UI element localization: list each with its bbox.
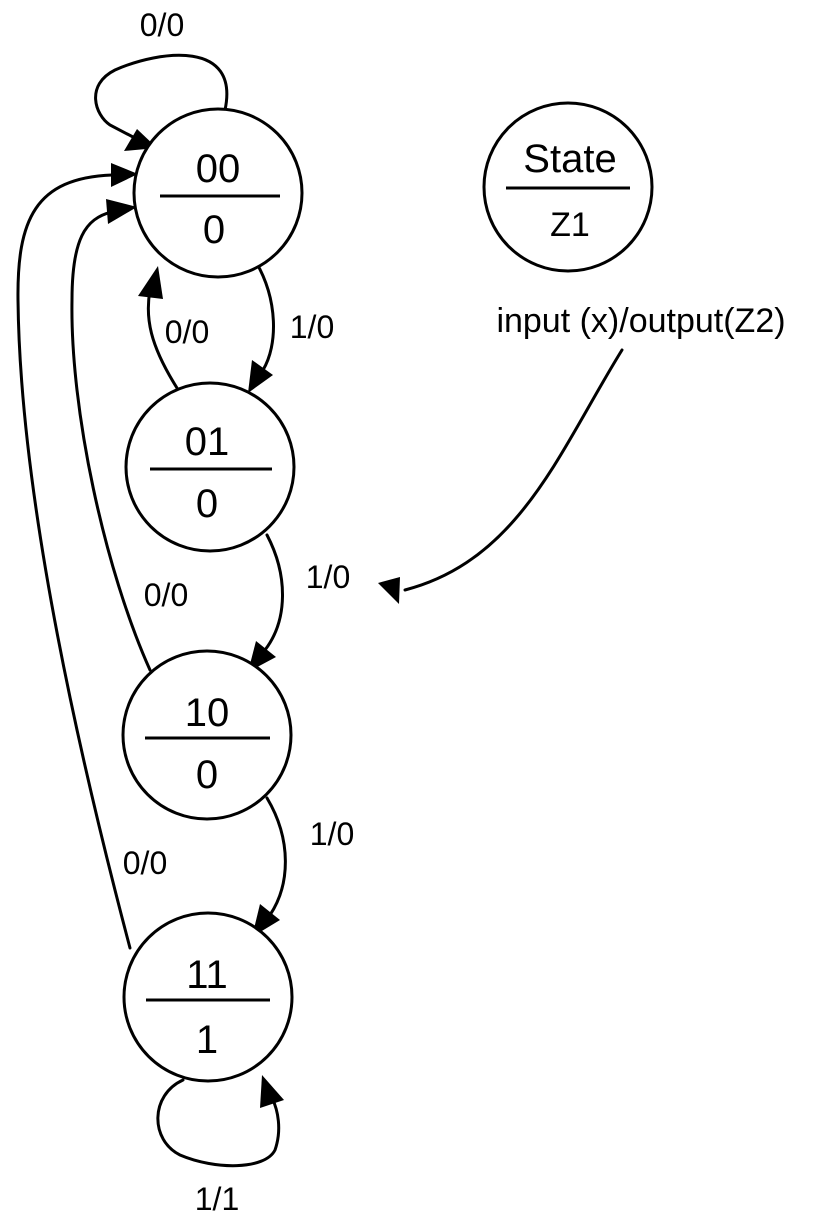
label-00-self: 0/0	[140, 7, 184, 43]
legend-state-label: State	[523, 137, 616, 181]
edge-10-to-11	[265, 796, 287, 917]
label-01-to-00: 0/0	[165, 314, 209, 350]
state-01: 01 0	[124, 381, 296, 553]
state-10-name: 10	[185, 691, 230, 735]
label-10-to-00: 0/0	[144, 577, 188, 613]
state-01-output: 0	[196, 482, 218, 526]
legend-state: State Z1	[482, 101, 654, 273]
edge-11-to-11	[156, 1078, 281, 1168]
label-01-to-10: 1/0	[306, 559, 350, 595]
label-11-to-00: 0/0	[123, 845, 167, 881]
arrowhead-11-to-00	[111, 163, 138, 187]
state-10: 10 0	[121, 649, 293, 821]
arrowhead-10-to-00	[106, 199, 137, 224]
label-00-to-01: 1/0	[290, 309, 334, 345]
legend-output-label: Z1	[550, 206, 590, 244]
state-11-name: 11	[186, 953, 228, 997]
arrowhead-01-to-00	[138, 266, 163, 299]
edge-00-to-00	[94, 53, 229, 139]
state-00: 00 0	[132, 107, 304, 279]
label-11-self: 1/1	[195, 1181, 239, 1217]
state-01-name: 01	[185, 420, 230, 464]
state-10-output: 0	[196, 753, 218, 797]
edge-00-to-01	[254, 260, 275, 372]
state-00-name: 00	[196, 147, 241, 191]
state-11-output: 1	[196, 1018, 218, 1062]
arrowhead-legend	[378, 577, 400, 604]
state-00-output: 0	[203, 208, 225, 252]
edge-11-to-00	[16, 173, 132, 950]
arrowhead-11-self	[260, 1075, 284, 1108]
legend-pointer-line	[403, 348, 624, 592]
state-11: 11 1	[122, 911, 294, 1083]
edge-01-to-00	[146, 288, 179, 390]
legend-edge-label: input (x)/output(Z2)	[496, 302, 785, 340]
edge-01-to-10	[263, 533, 284, 652]
arrowhead-00-to-01	[248, 360, 273, 393]
label-10-to-11: 1/0	[310, 816, 354, 852]
edge-10-to-00	[70, 210, 152, 672]
